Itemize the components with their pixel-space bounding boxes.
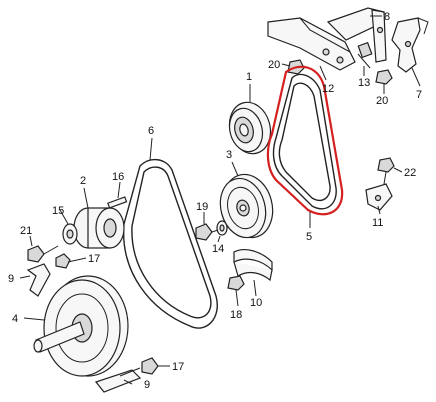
washer-14 xyxy=(216,220,228,236)
callout-5: 5 xyxy=(306,231,312,243)
bolt-13 xyxy=(357,41,373,69)
callout-1: 1 xyxy=(246,71,252,83)
callout-20-top: 20 xyxy=(268,59,280,71)
callout-9-left: 9 xyxy=(8,273,14,285)
callout-14: 14 xyxy=(212,243,224,255)
bolt-19 xyxy=(195,223,219,241)
bracket-11 xyxy=(365,183,393,211)
callout-22: 22 xyxy=(404,167,416,179)
callout-10: 10 xyxy=(250,297,262,309)
callout-7: 7 xyxy=(416,89,422,101)
leader-lines xyxy=(19,15,421,385)
pin-16 xyxy=(107,196,128,209)
callout-13: 13 xyxy=(358,77,370,89)
callout-4: 4 xyxy=(12,313,18,325)
bolt-18 xyxy=(227,275,245,291)
pulley-3 xyxy=(219,173,274,239)
bracket-9-bottom xyxy=(94,367,142,393)
belt-5 xyxy=(266,65,344,216)
nut-17-left xyxy=(55,253,71,269)
callout-21: 21 xyxy=(20,225,32,237)
pulley-4 xyxy=(33,275,129,377)
callout-6: 6 xyxy=(148,125,154,137)
callout-19: 19 xyxy=(196,201,208,213)
belt-guide-10 xyxy=(233,249,273,282)
callout-15: 15 xyxy=(52,205,64,217)
callout-20-right: 20 xyxy=(376,95,388,107)
pulley-1 xyxy=(228,101,272,155)
callout-18: 18 xyxy=(230,309,242,321)
bolt-21 xyxy=(27,245,59,263)
callout-11: 11 xyxy=(372,217,383,229)
callout-17-bottom: 17 xyxy=(172,361,184,373)
bolt-22 xyxy=(377,157,395,185)
callout-3: 3 xyxy=(226,149,232,161)
collar-15 xyxy=(62,223,78,245)
nut-17-bottom xyxy=(141,357,159,375)
bracket-7 xyxy=(391,17,429,73)
callout-8: 8 xyxy=(384,11,390,23)
belt-6 xyxy=(122,159,218,329)
callout-2: 2 xyxy=(80,175,86,187)
callout-16: 16 xyxy=(112,171,124,183)
pulley-2 xyxy=(73,207,125,249)
callout-9-bottom: 9 xyxy=(144,379,150,391)
callout-12: 12 xyxy=(322,83,334,95)
bracket-12 xyxy=(267,17,356,71)
callout-17-left: 17 xyxy=(88,253,100,265)
bracket-9-left xyxy=(26,263,51,297)
callout-labels: 1 2 3 4 5 6 7 8 9 9 10 11 12 13 14 15 16… xyxy=(8,11,422,391)
